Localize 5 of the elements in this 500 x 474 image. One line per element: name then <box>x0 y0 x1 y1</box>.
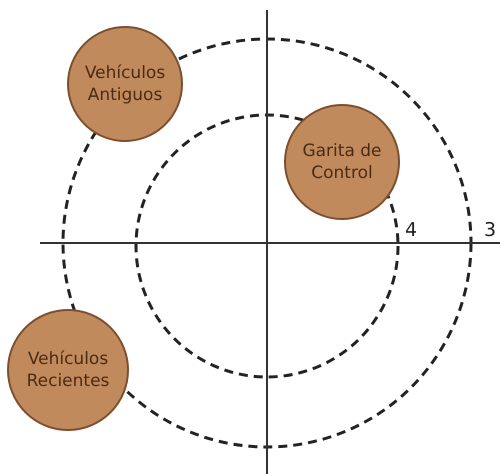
ring-number: 4 <box>405 219 418 241</box>
node-label: Garita de Control <box>301 140 383 184</box>
node-label: Vehículos Antiguos <box>84 62 166 106</box>
node-label: Vehículos Recientes <box>26 348 110 392</box>
ring-number: 3 <box>484 219 496 241</box>
